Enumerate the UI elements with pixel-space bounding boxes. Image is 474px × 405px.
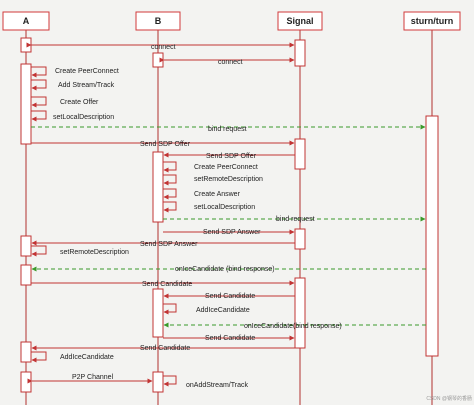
msg-self-add-ice-a bbox=[31, 351, 47, 363]
activation-b-3 bbox=[152, 288, 164, 338]
activation-signal-4 bbox=[294, 277, 306, 349]
msg-create-offer-label: Create Offer bbox=[60, 99, 99, 106]
msg-connect-b-label: connect bbox=[218, 59, 243, 66]
msg-set-remote-a-label: setRemoteDescription bbox=[60, 249, 129, 256]
msg-self-create-peer-a bbox=[31, 66, 47, 78]
activation-signal-3 bbox=[294, 228, 306, 250]
participant-b-label: B bbox=[155, 16, 162, 26]
participant-signal-label: Signal bbox=[286, 16, 313, 26]
participant-b: B bbox=[135, 11, 181, 31]
msg-onice-b-label: onIceCandidate(bind response) bbox=[244, 323, 342, 330]
msg-self-set-local-b bbox=[163, 201, 177, 213]
msg-onice-a-label: onIceCandidate (bind response) bbox=[175, 266, 275, 273]
participant-a-label: A bbox=[23, 16, 30, 26]
msg-self-set-local-a bbox=[31, 110, 47, 122]
msg-create-peer-b-label: Create PeerConnect bbox=[194, 164, 258, 171]
msg-send-cand-b-label: Send Candidate bbox=[205, 335, 255, 342]
msg-self-set-remote-a bbox=[31, 245, 47, 257]
activation-a-2 bbox=[20, 63, 32, 145]
activation-a-1 bbox=[20, 37, 32, 53]
msg-connect-a-label: connect bbox=[151, 44, 176, 51]
activation-signal-2 bbox=[294, 138, 306, 170]
msg-p2p-label: P2P Channel bbox=[72, 374, 114, 381]
activation-stun bbox=[425, 115, 439, 357]
msg-set-local-b-label: setLocalDescription bbox=[194, 204, 255, 211]
msg-bind-request-a-label: bind request bbox=[208, 126, 247, 133]
participant-a: A bbox=[2, 11, 50, 31]
activation-signal-1 bbox=[294, 39, 306, 67]
msg-add-stream-a-label: Add Stream/Track bbox=[58, 82, 115, 89]
msg-self-create-offer bbox=[31, 96, 47, 108]
activation-b-4 bbox=[152, 371, 164, 393]
msg-bind-request-b-label: bind request bbox=[276, 216, 315, 223]
msg-create-answer-label: Create Answer bbox=[194, 191, 241, 198]
activation-a-4 bbox=[20, 264, 32, 286]
msg-send-answer-a-label: Send SDP Answer bbox=[140, 241, 198, 248]
watermark: CSDN @钢琴的香肠 bbox=[426, 395, 472, 402]
msg-create-peer-a-label: Create PeerConnect bbox=[55, 68, 119, 75]
msg-add-ice-b-label: AddIceCandidate bbox=[196, 307, 250, 314]
msg-set-local-a-label: setLocalDescription bbox=[53, 114, 114, 121]
msg-self-set-remote-b bbox=[163, 174, 177, 186]
msg-self-create-peer-b bbox=[163, 161, 177, 173]
activation-a-3 bbox=[20, 235, 32, 257]
activation-a-6 bbox=[20, 371, 32, 393]
activation-b-1 bbox=[152, 52, 164, 68]
msg-send-cand-a2-label: Send Candidate bbox=[205, 293, 255, 300]
activation-a-5 bbox=[20, 341, 32, 363]
participant-stun: sturn/turn bbox=[403, 11, 461, 31]
msg-send-offer-a-label: Send SDP Offer bbox=[140, 141, 191, 148]
msg-self-add-stream-a bbox=[31, 79, 47, 91]
msg-on-add-stream-label: onAddStream/Track bbox=[186, 382, 248, 389]
participant-stun-label: sturn/turn bbox=[411, 16, 454, 26]
msg-send-offer-b-label: Send SDP Offer bbox=[206, 153, 257, 160]
participant-signal: Signal bbox=[277, 11, 323, 31]
msg-set-remote-b-label: setRemoteDescription bbox=[194, 176, 263, 183]
activation-b-2 bbox=[152, 151, 164, 223]
msg-send-cand-b2-label: Send Candidate bbox=[140, 345, 190, 352]
msg-send-cand-a-label: Send Candidate bbox=[142, 281, 192, 288]
msg-self-on-add-stream bbox=[163, 375, 177, 387]
msg-self-add-ice-b bbox=[163, 303, 177, 315]
msg-self-create-answer bbox=[163, 188, 177, 200]
msg-send-answer-b-label: Send SDP Answer bbox=[203, 229, 261, 236]
msg-add-ice-a-label: AddIceCandidate bbox=[60, 354, 114, 361]
